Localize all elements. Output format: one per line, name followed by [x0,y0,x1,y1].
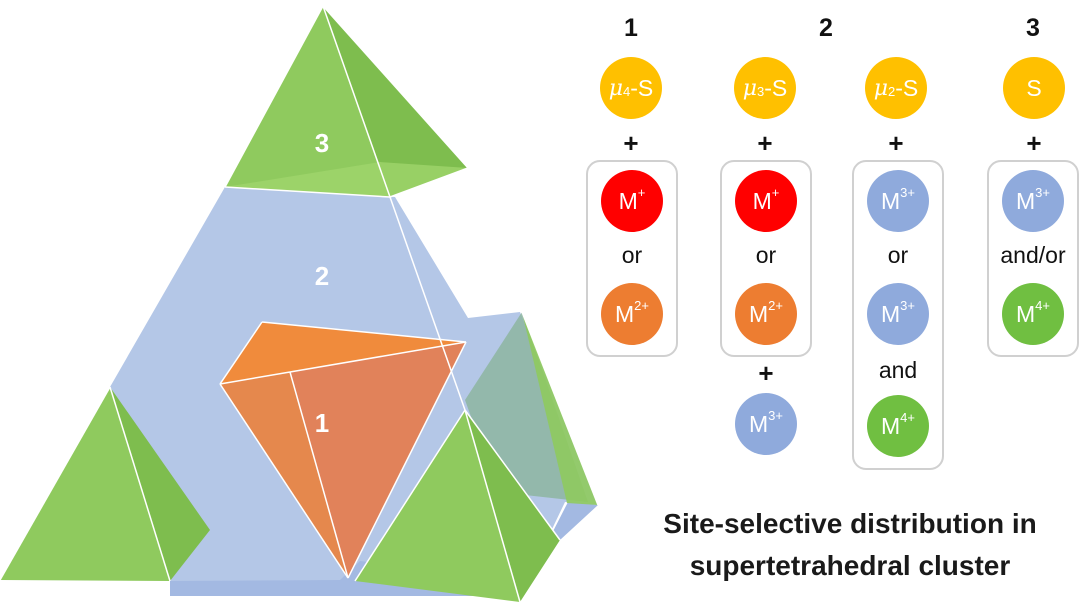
core-tetrahedron-top [220,322,466,384]
region-label-middle: 2 [315,261,329,291]
mu-subscript: 2 [888,83,896,99]
core-tetrahedron-edge-face [290,342,466,578]
mu-symbol: μ [608,75,624,101]
connector-or: or [887,242,909,268]
ion-base: M [881,300,901,327]
site-rest: -S [630,74,654,101]
caption-line-2: supertetrahedral cluster [689,550,1011,581]
plus-sign: + [757,128,773,158]
bottom-left-tetrahedron-face [0,387,170,581]
ion-base: M [618,187,638,214]
connector-or: or [621,242,643,268]
site-label: S [1026,74,1042,101]
connector-or: or [755,242,777,268]
ion-M-plus: M+ [601,170,663,232]
column-number-3: 3 [1026,14,1040,42]
plus-sign: + [623,128,639,158]
ion-base: M [752,187,772,214]
ion-base: M [749,410,769,437]
ion-base: M [1016,300,1036,327]
ion-charge: 4+ [1035,297,1050,313]
ion-charge: + [771,184,780,200]
plus-sign: + [1026,128,1042,158]
region-label-outer: 3 [315,128,329,158]
top-tetrahedron-right-face [323,6,468,197]
ion-charge: 3+ [900,297,915,313]
mu-symbol: μ [873,75,889,101]
ion-base: M [615,300,635,327]
ion-charge: 3+ [768,407,783,423]
column-number-1: 1 [624,14,638,42]
plus-sign: + [888,128,904,158]
connector-and-or: and/or [1000,242,1066,268]
plus-sign-extra: + [758,358,774,388]
bottom-right-tetrahedron-side [465,410,560,602]
ion-charge: 2+ [634,297,649,313]
ion-M-plus: M+ [735,170,797,232]
ion-charge: 3+ [900,184,915,200]
ion-base: M [881,412,901,439]
mu-subscript: 3 [757,83,765,99]
connector-and: and [878,357,918,383]
ion-charge: 4+ [900,409,915,425]
column-number-2: 2 [819,14,833,42]
top-tetrahedron-base [225,162,468,197]
ion-charge: 2+ [768,297,783,313]
ion-charge: 3+ [1035,184,1050,200]
ion-charge: + [637,184,646,200]
region-label-core: 1 [315,408,329,438]
top-tetrahedron-left-face [225,6,390,197]
site-S: S [1003,57,1065,119]
ion-base: M [749,300,769,327]
ion-base: M [1016,187,1036,214]
mu-subscript: 4 [623,83,631,99]
site-rest: -S [764,74,788,101]
mu-symbol: μ [742,75,758,101]
site-rest: -S [895,74,919,101]
caption-line-1: Site-selective distribution in [663,508,1037,539]
bottom-left-tetrahedron-side [110,387,210,581]
supertetrahedron-diagram: 3 2 1 [0,5,599,603]
edge-lines [0,5,599,603]
ion-base: M [881,187,901,214]
